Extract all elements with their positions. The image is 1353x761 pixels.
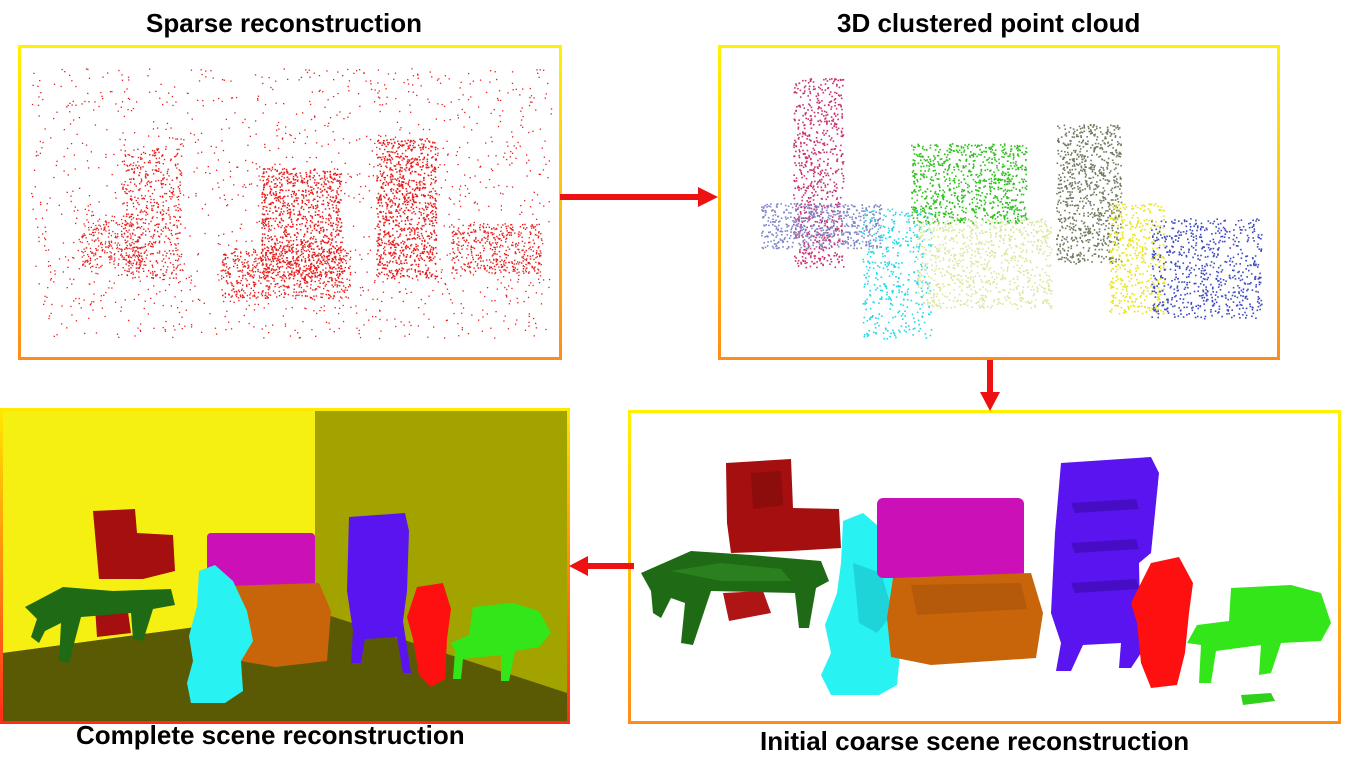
sparse-point-cloud [31, 68, 553, 340]
mesh-darkred-piece [723, 591, 771, 621]
complete-panel [0, 408, 570, 724]
arrow-left [569, 556, 634, 576]
coarse-title: Initial coarse scene reconstruction [760, 726, 1190, 756]
complete-scene [3, 411, 567, 721]
arrow-down [980, 360, 1000, 411]
mesh-darkred-chair [726, 459, 841, 553]
complete-title: Complete scene reconstruction [76, 720, 465, 750]
room-floor [3, 611, 567, 721]
sparse-panel [18, 45, 562, 360]
mesh-red-figure [1131, 557, 1193, 688]
coarse-panel [628, 410, 1341, 724]
mesh-green-chair [1187, 585, 1331, 683]
coarse-meshes [641, 457, 1331, 705]
arrow-right [560, 187, 718, 207]
clustered-point-cloud [761, 78, 1263, 340]
clustered-title: 3D clustered point cloud [837, 8, 1141, 38]
mesh-magenta-headboard [877, 498, 1024, 578]
clustered-panel [718, 45, 1280, 360]
sparse-title: Sparse reconstruction [146, 8, 422, 38]
